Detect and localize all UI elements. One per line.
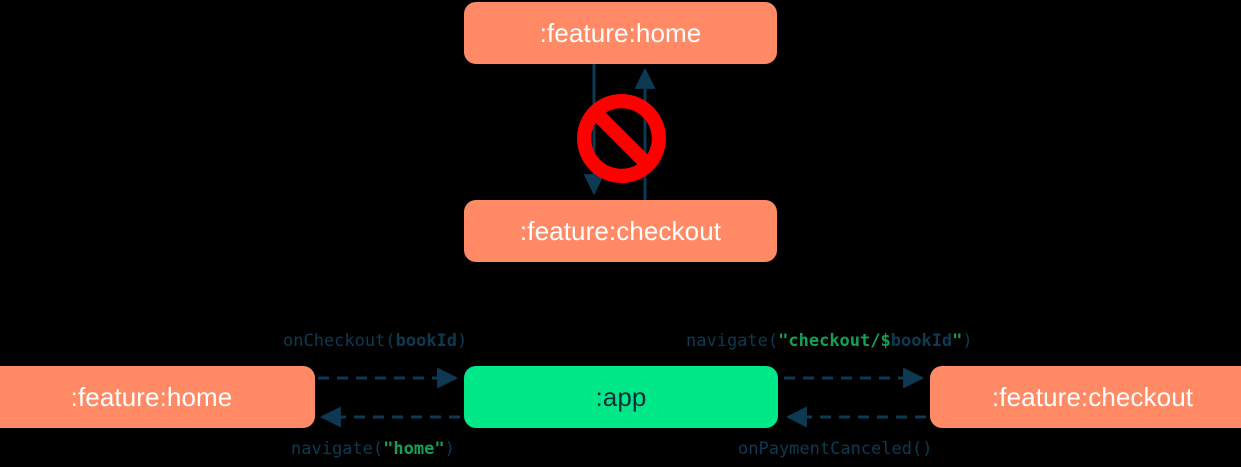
node-feature-checkout-bottom[interactable]: :feature:checkout <box>930 366 1241 428</box>
edge-label-on-payment-canceled: onPaymentCanceled() <box>738 441 932 458</box>
label-token-punct: ( <box>372 439 384 459</box>
edge-label-navigate-home: navigate("home") <box>291 441 455 458</box>
label-token-param: bookId <box>890 331 953 351</box>
label-token-punct: ) <box>457 331 468 351</box>
label-token-dollar: $ <box>880 331 891 351</box>
label-token-punct: ( <box>767 331 779 351</box>
node-feature-home-bottom[interactable]: :feature:home <box>0 366 315 428</box>
label-token-ident: navigate <box>291 439 373 459</box>
label-token-str: "checkout/ <box>778 331 881 351</box>
no-entry-icon <box>577 94 666 183</box>
label-token-punct: () <box>912 439 933 459</box>
label-token-ident: navigate <box>686 331 768 351</box>
label-token-param: bookId <box>395 331 458 351</box>
node-feature-home-top[interactable]: :feature:home <box>464 2 777 64</box>
label-token-punct: ( <box>385 331 396 351</box>
label-token-str: "home" <box>383 439 445 459</box>
edge-label-on-checkout: onCheckout(bookId) <box>283 333 467 350</box>
label-token-punct: ) <box>444 439 455 459</box>
label-token-punct: ) <box>962 331 973 351</box>
label-token-ident: onPaymentCanceled <box>738 439 912 459</box>
node-app-bottom[interactable]: :app <box>464 366 778 428</box>
label-token-ident: onCheckout <box>283 331 386 351</box>
label-token-str: " <box>952 331 963 351</box>
node-feature-checkout-top[interactable]: :feature:checkout <box>464 200 777 262</box>
edge-label-navigate-checkout: navigate("checkout/$bookId") <box>686 333 973 350</box>
